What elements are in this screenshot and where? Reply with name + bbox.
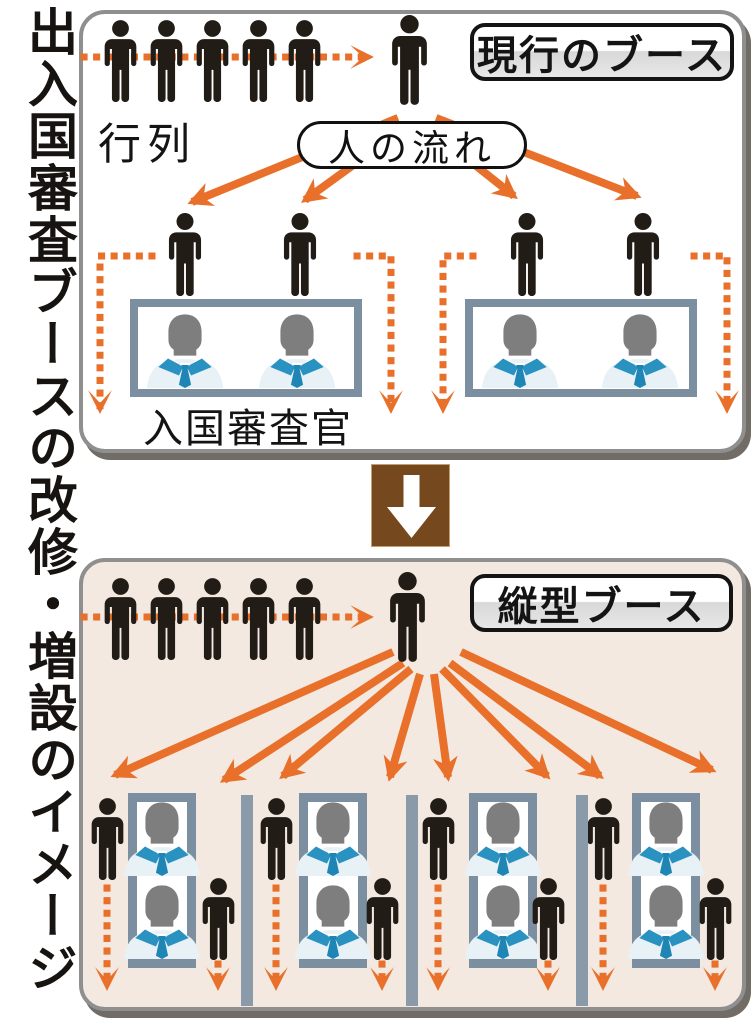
person-icon <box>196 578 228 660</box>
immigration-officer-icon <box>124 885 200 959</box>
immigration-officer-icon <box>295 802 371 876</box>
person-icon <box>366 878 398 960</box>
person-icon <box>196 20 228 102</box>
lane-divider <box>406 795 418 1006</box>
person-icon <box>283 213 317 297</box>
immigration-officer-icon <box>602 314 678 388</box>
person-icon <box>510 213 544 297</box>
lane-divider <box>241 795 253 1006</box>
person-icon <box>91 798 123 880</box>
down-arrow-icon <box>387 475 436 538</box>
current-booth-badge: 現行のブース <box>470 23 734 81</box>
person-icon <box>391 15 427 105</box>
fan-arrows-bottom <box>110 648 717 784</box>
person-icon <box>150 578 182 660</box>
immigration-officer-icon <box>147 314 223 388</box>
person-icon <box>150 20 182 102</box>
immigration-officer-icon <box>628 802 704 876</box>
bypass-dotted-arrows-top <box>88 252 739 414</box>
person-icon <box>626 213 660 297</box>
officer-label: 入国審査官 <box>143 406 353 451</box>
immigration-officer-icon <box>259 314 335 388</box>
person-icon <box>104 578 136 660</box>
immigration-officer-icon <box>465 885 541 959</box>
person-icon <box>389 572 425 662</box>
person-icon <box>242 578 274 660</box>
immigration-officer-icon <box>628 885 704 959</box>
immigration-officer-icon <box>465 802 541 876</box>
person-icon <box>202 878 234 960</box>
immigration-officer-icon <box>482 314 558 388</box>
person-icon <box>288 20 320 102</box>
immigration-officer-icon <box>295 885 371 959</box>
person-icon <box>422 798 454 880</box>
transition-arrow <box>371 464 450 547</box>
person-icon <box>242 20 274 102</box>
person-icon <box>168 213 202 297</box>
exit-dotted-arrows-bottom <box>95 884 727 991</box>
person-icon <box>288 578 320 660</box>
lane-divider <box>576 795 588 1006</box>
person-icon <box>260 798 292 880</box>
person-icon <box>532 878 564 960</box>
person-icon <box>104 20 136 102</box>
person-icon <box>587 798 619 880</box>
person-icon <box>699 878 731 960</box>
page-title: 出入国審査ブースの改修・増設のイメージ <box>21 6 77 994</box>
vertical-booth-badge: 縦型ブース <box>470 574 733 632</box>
queue-label: 行列 <box>98 122 196 169</box>
flow-label: 人の流れ <box>297 121 527 170</box>
immigration-officer-icon <box>124 802 200 876</box>
